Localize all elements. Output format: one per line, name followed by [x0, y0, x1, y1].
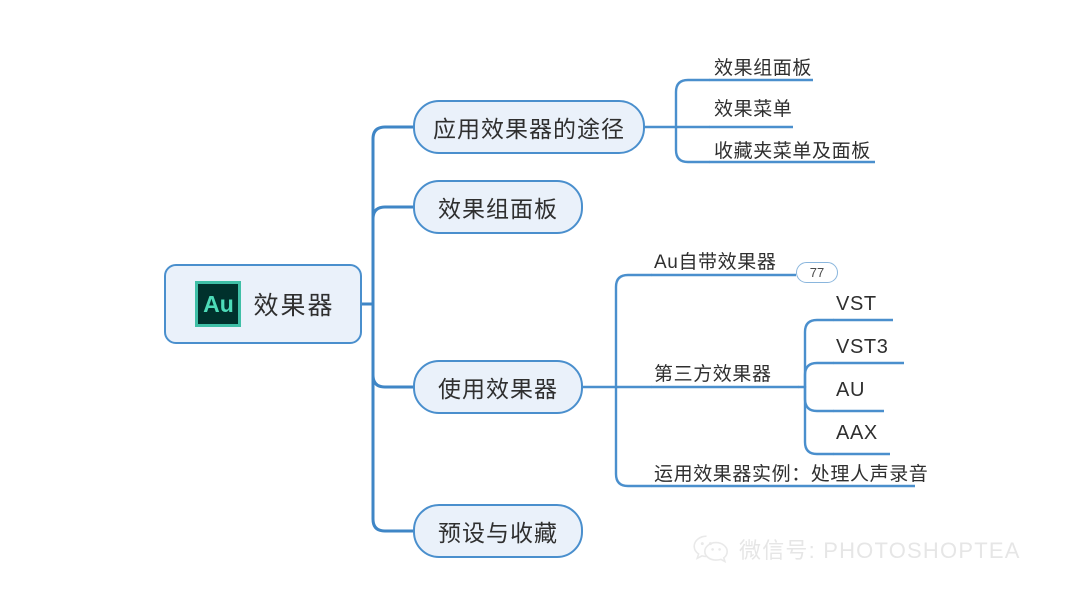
connector-thirdparty-to-vst [803, 318, 835, 389]
branch-node-apply-label: 应用效果器的途径 [433, 116, 625, 142]
connector-apply-to-fxpanel [674, 78, 711, 129]
count-badge-au-builtin: 77 [796, 262, 838, 283]
connector-use-to-example [614, 385, 653, 488]
connector-apply-to-favmenu [674, 125, 711, 164]
leaf-plugin-format-vst3[interactable]: VST3 [836, 336, 889, 358]
connector-use-to-builtin [614, 273, 653, 389]
root-node-label: 效果器 [253, 292, 335, 320]
leaf-usage-example[interactable]: 运用效果器实例：处理人声录音 [654, 464, 929, 485]
branch-node-effects-panel[interactable]: 效果组面板 [413, 180, 583, 234]
branch-node-apply[interactable]: 应用效果器的途径 [413, 100, 645, 154]
connector-root-to-use [371, 302, 415, 389]
connector-thirdparty-to-aax [803, 385, 835, 456]
wechat-icon [693, 535, 729, 564]
leaf-plugin-format-au[interactable]: AU [836, 379, 865, 401]
branch-node-presets[interactable]: 预设与收藏 [413, 504, 583, 558]
branch-node-use-effects[interactable]: 使用效果器 [413, 360, 583, 414]
leaf-effects-rack-panel[interactable]: 效果组面板 [714, 58, 813, 79]
adobe-audition-logo: Au [195, 281, 242, 327]
leaf-favorites-menu-panel[interactable]: 收藏夹菜单及面板 [714, 141, 871, 162]
branch-node-presets-label: 预设与收藏 [438, 520, 558, 546]
connector-root-to-apply [371, 125, 415, 306]
root-node[interactable]: Au 效果器 [164, 264, 362, 344]
connector-root-to-panel [371, 205, 415, 306]
watermark: 微信号: PHOTOSHOPTEA [692, 533, 1021, 565]
connector-thirdparty-to-vst3 [803, 361, 835, 389]
branch-node-use-effects-label: 使用效果器 [438, 376, 558, 402]
leaf-third-party-effects[interactable]: 第三方效果器 [654, 364, 772, 385]
leaf-plugin-format-vst[interactable]: VST [836, 293, 877, 315]
branch-node-effects-panel-label: 效果组面板 [438, 196, 558, 222]
leaf-au-builtin-effects[interactable]: Au自带效果器 [654, 252, 777, 273]
watermark-text: 微信号: PHOTOSHOPTEA [739, 538, 1021, 563]
connector-root-to-preset [371, 302, 415, 533]
leaf-plugin-format-aax[interactable]: AAX [836, 422, 878, 444]
leaf-effects-menu[interactable]: 效果菜单 [714, 99, 793, 120]
connector-thirdparty-to-au [803, 385, 835, 413]
